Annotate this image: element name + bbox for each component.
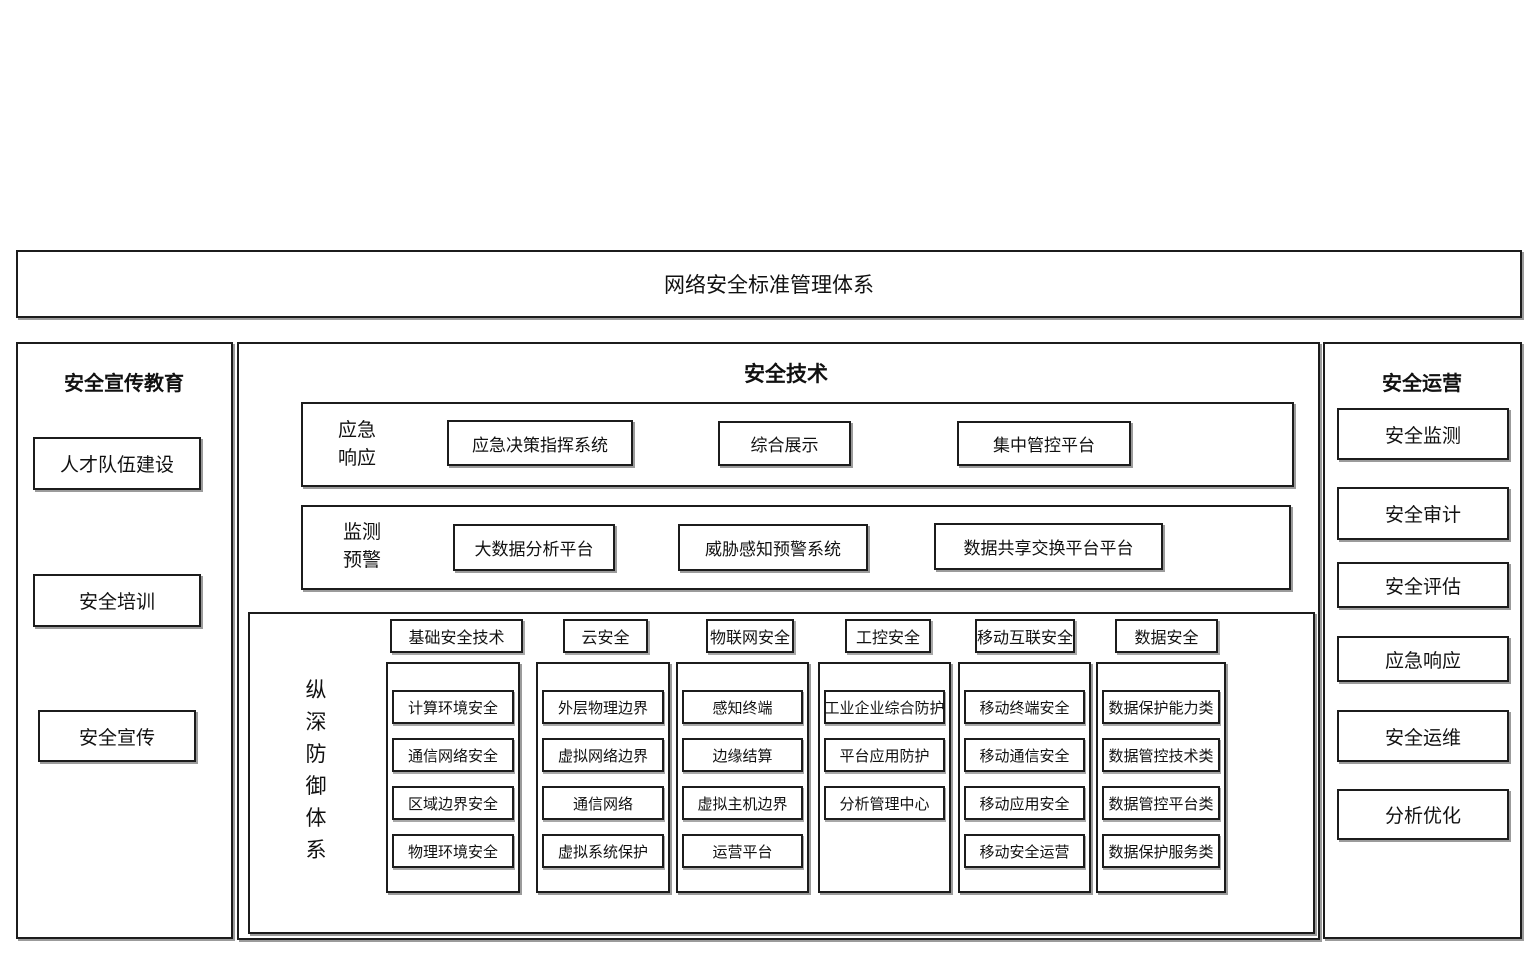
right-panel-item-optimization: 分析优化 [1337,789,1509,840]
system-box-display: 综合展示 [718,421,851,466]
defense-item: 运营平台 [682,834,803,868]
defense-item: 虚拟主机边界 [682,786,803,820]
defense-item: 工业企业综合防护 [824,690,945,724]
defense-column-header: 基础安全技术 [390,619,523,653]
defense-column-header: 云安全 [563,619,648,653]
right-panel-item-audit: 安全审计 [1337,487,1509,540]
defense-item: 移动终端安全 [964,690,1085,724]
defense-section-label: 纵深防御体系 [305,679,327,862]
left-panel-item-training: 安全培训 [33,574,201,627]
system-box-threat-awareness: 威胁感知预警系统 [678,524,868,571]
right-panel-title: 安全运营 [1382,373,1462,395]
defense-item: 数据保护服务类 [1102,834,1220,868]
defense-column-header: 工控安全 [845,619,931,653]
defense-column-header: 移动互联安全 [975,619,1075,653]
emergency-response-label: 应急响应 [337,420,376,469]
defense-item: 边缘结算 [682,738,803,772]
right-panel-item-emergency: 应急响应 [1337,636,1509,682]
left-panel [16,342,233,939]
left-panel-title: 安全宣传教育 [64,373,184,395]
defense-column-header: 物联网安全 [706,619,794,653]
defense-item: 移动应用安全 [964,786,1085,820]
tech-panel-title: 安全技术 [744,363,828,386]
left-panel-item-talent: 人才队伍建设 [33,437,201,490]
page-title: 网络安全标准管理体系 [664,274,874,297]
right-panel-item-monitoring: 安全监测 [1337,408,1509,460]
system-box-central-control: 集中管控平台 [957,421,1131,466]
defense-item: 移动通信安全 [964,738,1085,772]
defense-item: 外层物理边界 [542,690,664,724]
defense-item: 感知终端 [682,690,803,724]
right-panel-item-operations: 安全运维 [1337,710,1509,762]
defense-item: 区域边界安全 [392,786,514,820]
left-panel-item-publicity: 安全宣传 [38,710,196,762]
defense-item: 计算环境安全 [392,690,514,724]
defense-item: 平台应用防护 [824,738,945,772]
defense-item: 通信网络 [542,786,664,820]
defense-item: 移动安全运营 [964,834,1085,868]
defense-item: 分析管理中心 [824,786,945,820]
right-panel-item-assessment: 安全评估 [1337,562,1509,608]
defense-item: 数据保护能力类 [1102,690,1220,724]
system-box-data-exchange: 数据共享交换平台平台 [934,523,1163,570]
defense-item: 物理环境安全 [392,834,514,868]
defense-item: 数据管控平台类 [1102,786,1220,820]
defense-item: 数据管控技术类 [1102,738,1220,772]
page-title-box: 网络安全标准管理体系 [16,250,1522,318]
defense-item: 通信网络安全 [392,738,514,772]
defense-item: 虚拟系统保护 [542,834,664,868]
monitoring-warning-label: 监测预警 [342,522,381,571]
defense-column-header: 数据安全 [1115,619,1218,653]
system-box-bigdata-platform: 大数据分析平台 [453,524,615,571]
defense-item: 虚拟网络边界 [542,738,664,772]
system-box-emergency-command: 应急决策指挥系统 [447,420,633,466]
